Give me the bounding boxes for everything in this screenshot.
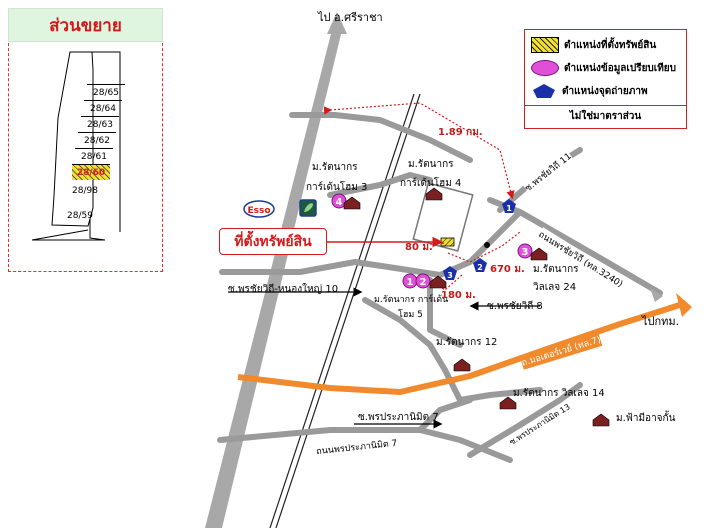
compare-marker-1: 1 [402, 273, 418, 289]
photo-marker-3-label: 3 [447, 271, 453, 280]
magenta-oval-icon [531, 60, 559, 76]
label-village-center-2: การ์เด้นโฮม 4 [400, 178, 462, 189]
property-point-icon [484, 242, 490, 248]
house-icon [530, 247, 548, 261]
label-village-12: ม.รัตนากร 12 [436, 337, 498, 348]
inset-plot-28-98: 28/98 [72, 186, 98, 196]
compare-marker-3: 3 [517, 243, 533, 259]
house-icon [429, 275, 447, 289]
road-motorway [237, 300, 687, 395]
house-icon [499, 396, 517, 410]
highway-main-road [205, 30, 342, 528]
label-village-center: ม.รัตนากร [408, 159, 454, 170]
label-village-south-2: โฮม 5 [398, 310, 423, 320]
legend-panel: ตำแหน่งที่ตั้งทรัพย์สิน ตำแหน่งข้อมูลเปร… [524, 29, 687, 129]
road-pornprapa-north [417, 397, 473, 433]
property-site [440, 237, 455, 247]
label-soi-10: ซ.พรชัยวิถี-หนองใหญ่ 10 [228, 284, 339, 295]
label-soi-7: ซ.พรประภานิมิต 7 [358, 412, 439, 423]
label-north: ไป อ.ศรีราชา [318, 11, 383, 24]
motorway-arrow [676, 293, 692, 317]
compare-marker-1-label: 1 [407, 277, 414, 288]
label-dist-180: 180 ม. [441, 290, 476, 301]
compare-marker-2-label: 2 [420, 277, 427, 288]
road-south-branch [442, 367, 543, 403]
compare-marker-4: 4 [331, 193, 347, 209]
distance-route-189km [323, 102, 515, 200]
blue-pentagon-icon [531, 84, 557, 98]
house-icon [425, 187, 443, 201]
inset-plot-28-65: 28/65 [87, 84, 125, 100]
legend-item-property-label: ตำแหน่งที่ตั้งทรัพย์สิน [564, 40, 657, 51]
house-icon [592, 413, 610, 427]
legend-item-property: ตำแหน่งที่ตั้งทรัพย์สิน [531, 35, 656, 57]
north-arrow [327, 12, 347, 34]
compare-marker-2: 2 [415, 273, 431, 289]
house-icon [343, 196, 361, 210]
inset-plot-28-64: 28/64 [84, 100, 122, 116]
label-village-east-2: วิลเลจ 24 [533, 282, 577, 293]
label-dist-189: 1.89 กม. [438, 127, 483, 138]
legend-item-compare-label: ตำแหน่งข้อมูลเปรียบเทียบ [564, 63, 676, 74]
label-dist-80: 80 ม. [405, 242, 433, 253]
east-arrow [650, 288, 663, 302]
label-village-fah: ม.ฟ้ามีอาจกั้น [616, 413, 676, 424]
photo-marker-1: 1 [502, 199, 516, 213]
esso-logo [243, 200, 275, 218]
hatched-yellow-swatch-icon [531, 37, 559, 53]
photo-marker-1-label: 1 [506, 204, 512, 213]
legend-item-compare: ตำแหน่งข้อมูลเปรียบเทียบ [531, 58, 676, 80]
photo-marker-3: 3 [443, 266, 457, 280]
label-dist-670: 670 ม. [490, 264, 525, 275]
legend-item-photo-label: ตำแหน่งจุดถ่ายภาพ [562, 86, 648, 97]
road-soi-10 [219, 259, 443, 278]
property-callout: ที่ตั้งทรัพย์สิน [219, 228, 327, 255]
label-village-left-2: การ์เด้นโฮม 3 [306, 182, 368, 193]
label-village-south: ม.รัตนากร การ์เด้น [374, 295, 449, 305]
inset-parcel-diagram [31, 51, 121, 241]
photo-marker-2-label: 2 [477, 263, 483, 272]
inset-plot-28-63: 28/63 [81, 116, 119, 132]
leaf-icon [304, 203, 313, 212]
label-soi-8: ซ.พรชัยวิถี 8 [487, 301, 543, 312]
inset-plot-28-62: 28/62 [78, 132, 116, 148]
inset-plot-28-59: 28/59 [67, 211, 93, 221]
distance-route-670m [447, 231, 521, 263]
house-icon [453, 358, 471, 372]
legend-note: ไม่ใช่มาตราส่วน [525, 105, 686, 128]
inset-plot-28-60: 28/60 [72, 164, 110, 180]
inset-title: ส่วนขยาย [8, 8, 163, 42]
label-village-left: ม.รัตนากร [312, 162, 358, 173]
road-pornprapa-diag [467, 382, 583, 458]
esso-logo-text: Esso [247, 206, 270, 216]
compare-marker-3-label: 3 [522, 247, 529, 258]
label-village-14: ม.รัตนากร วิลเลจ 14 [513, 388, 605, 399]
road-village-12b [362, 297, 448, 373]
compare-marker-4-label: 4 [336, 197, 343, 208]
road-village-12 [427, 277, 463, 348]
inset-plot-28-61: 28/61 [75, 148, 113, 164]
photo-marker-2: 2 [473, 258, 487, 272]
label-village-east: ม.รัตนากร [533, 264, 579, 275]
legend-item-photo: ตำแหน่งจุดถ่ายภาพ [531, 81, 648, 103]
label-east: ไปกทม. [642, 315, 680, 328]
